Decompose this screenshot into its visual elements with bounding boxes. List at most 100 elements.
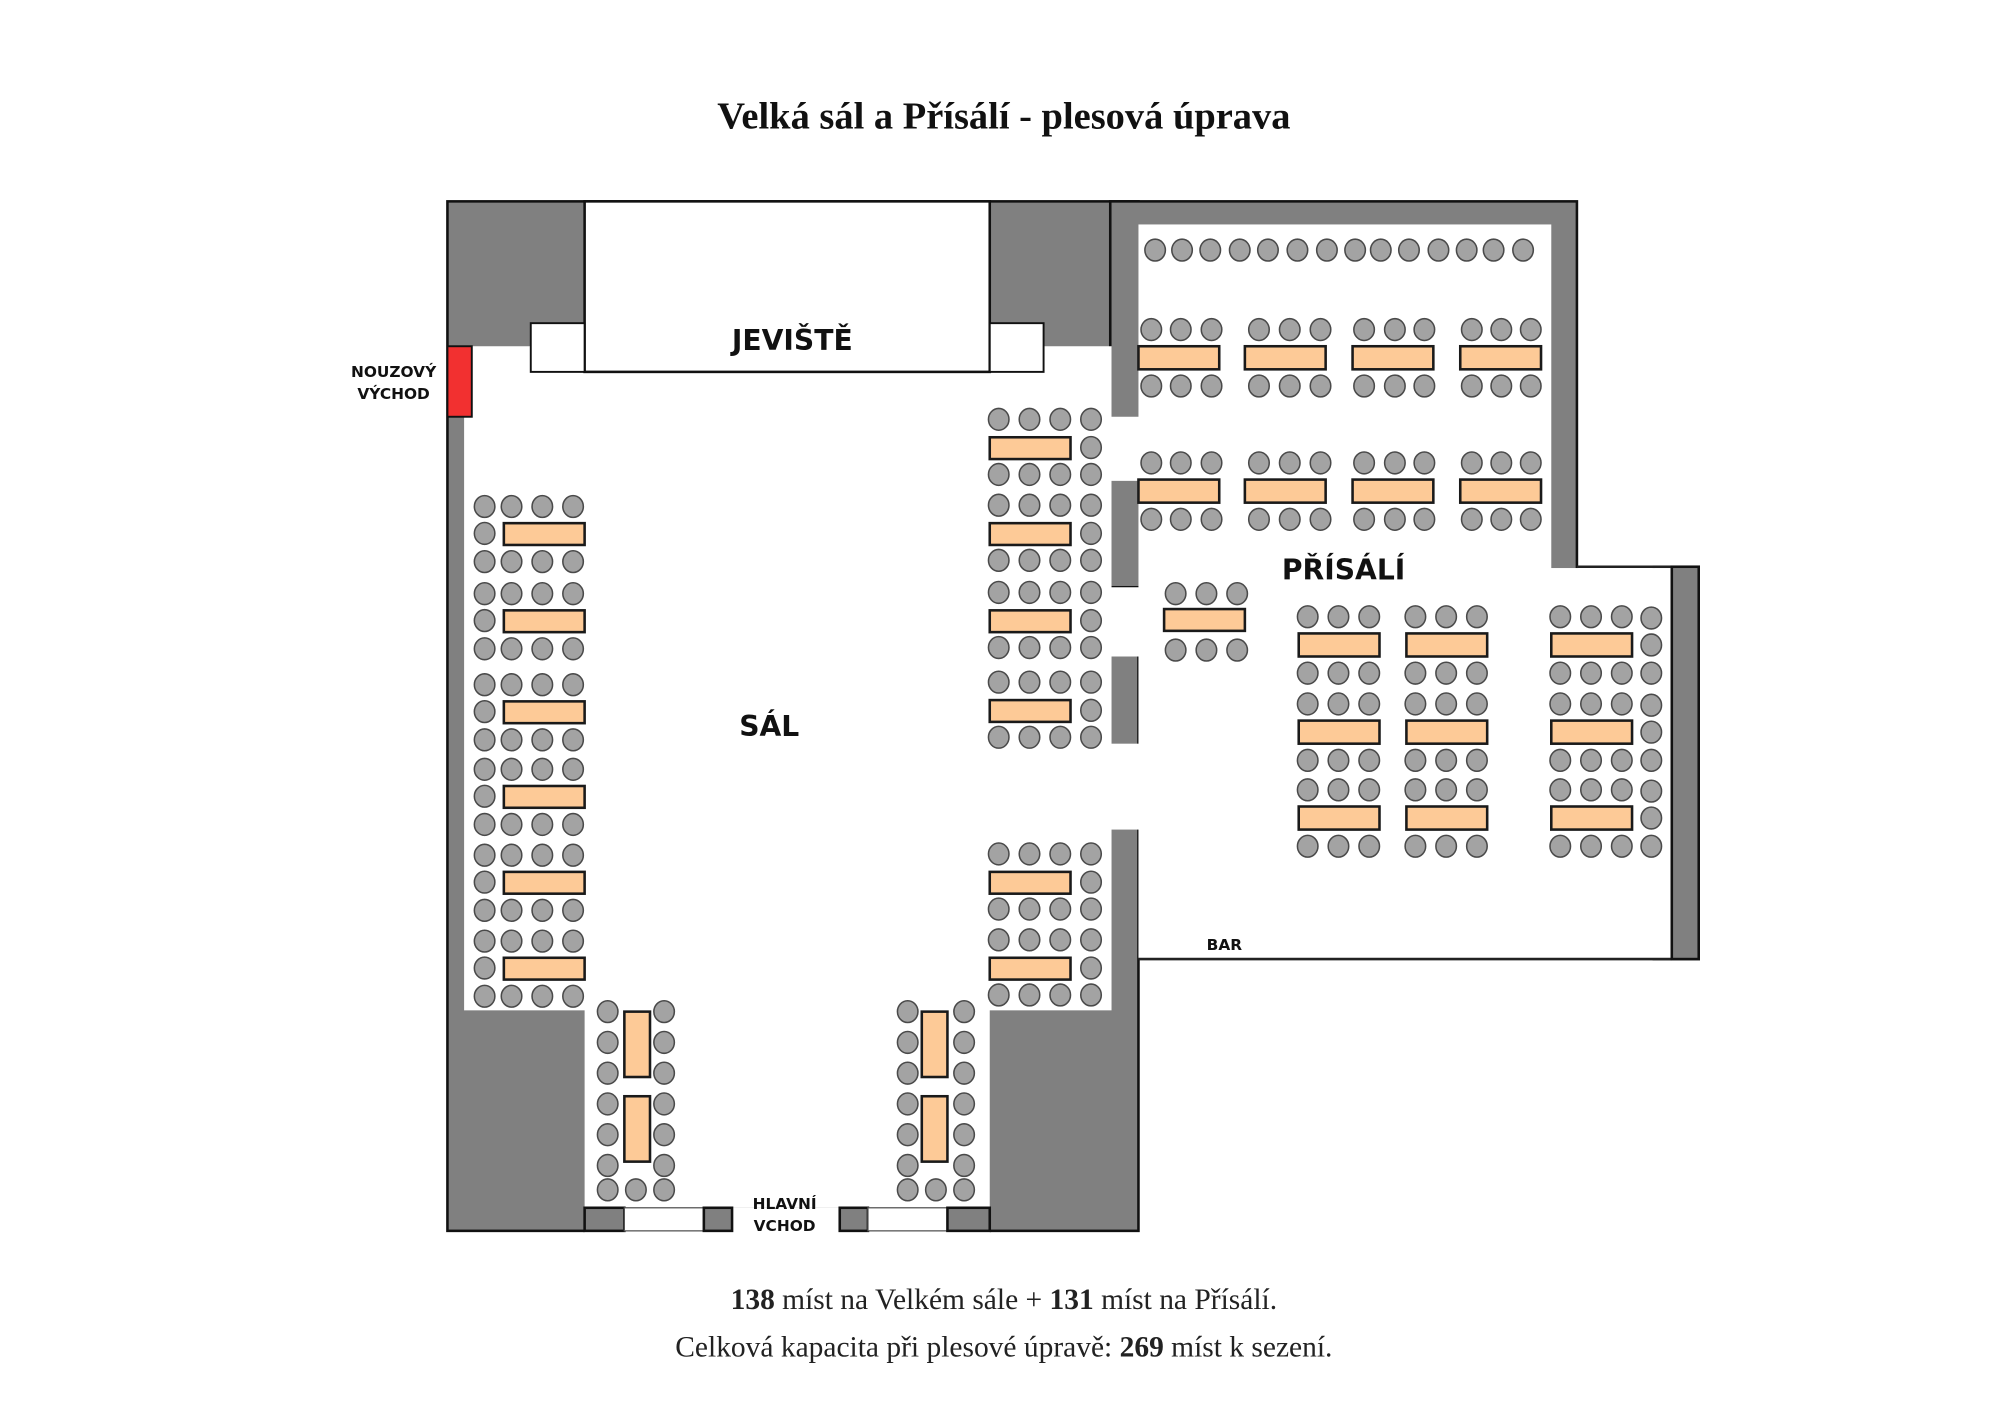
chair — [1353, 374, 1376, 398]
chair — [531, 728, 554, 752]
table — [988, 956, 1072, 981]
chair — [1195, 582, 1218, 606]
chair — [1018, 407, 1041, 431]
bar-label: BAR — [1207, 936, 1243, 954]
chair — [1640, 606, 1663, 630]
table — [502, 521, 586, 547]
chair — [987, 548, 1010, 573]
chair — [1640, 720, 1663, 744]
chair — [1640, 748, 1663, 773]
table — [502, 870, 586, 895]
chair — [1140, 374, 1163, 398]
chair — [473, 608, 496, 633]
chair — [1018, 983, 1041, 1007]
table — [1550, 632, 1634, 658]
chair — [1580, 605, 1603, 629]
chair — [896, 1178, 919, 1202]
chair — [1327, 692, 1350, 716]
chair — [1256, 238, 1279, 262]
chair — [1490, 317, 1513, 342]
chair — [653, 1061, 676, 1085]
chair — [1519, 507, 1542, 531]
chair — [500, 929, 523, 953]
table — [1405, 805, 1489, 831]
chair — [562, 582, 585, 606]
chair — [473, 870, 496, 894]
page-title: Velká sál a Přísálí - plesová úprava — [717, 95, 1290, 137]
chair — [596, 1092, 619, 1116]
chair — [1460, 317, 1483, 342]
chair — [1200, 451, 1223, 475]
chair — [1309, 451, 1332, 475]
chair — [1404, 834, 1427, 858]
chair — [1309, 374, 1332, 398]
table — [988, 870, 1072, 895]
chair — [1247, 374, 1271, 398]
table — [1243, 478, 1327, 504]
summary-line-1: 138 míst na Velkém sále + 131 míst na Př… — [731, 1284, 1277, 1316]
chair — [500, 757, 523, 781]
chair — [896, 1153, 919, 1178]
main-entrance-label-2: VCHOD — [754, 1217, 816, 1235]
emergency-exit-door — [446, 345, 473, 418]
chair — [1460, 507, 1483, 531]
chair — [1580, 748, 1603, 773]
chair — [1358, 605, 1381, 629]
chair — [1490, 374, 1513, 398]
chair — [1358, 834, 1381, 858]
chair — [473, 843, 496, 867]
chair — [896, 1123, 919, 1147]
chair — [473, 898, 496, 923]
chair — [987, 670, 1010, 694]
chair — [1404, 661, 1427, 685]
chair — [1327, 605, 1350, 629]
chair — [1369, 238, 1392, 262]
chair — [987, 983, 1010, 1007]
chair — [1140, 317, 1163, 342]
chair — [1358, 692, 1381, 716]
table — [1137, 478, 1221, 504]
chair — [653, 1123, 676, 1147]
chair — [1640, 779, 1663, 803]
chair — [531, 549, 554, 574]
chair — [1397, 238, 1421, 262]
chair — [473, 728, 496, 752]
chair — [1018, 670, 1041, 694]
chair — [1580, 834, 1603, 858]
chair — [1018, 580, 1041, 605]
chair — [1353, 451, 1376, 475]
chair — [1169, 507, 1192, 531]
table — [920, 1010, 949, 1079]
chair — [1549, 605, 1572, 629]
chair — [531, 582, 554, 606]
chair — [1404, 692, 1427, 716]
table — [1351, 478, 1435, 504]
table — [1297, 805, 1381, 831]
chair — [1549, 778, 1572, 802]
chair — [1049, 580, 1072, 605]
chair — [1247, 317, 1271, 342]
chair — [1435, 661, 1458, 685]
table — [1137, 344, 1221, 371]
stage-label: JEVIŠTĚ — [730, 323, 853, 357]
chair — [1018, 548, 1041, 573]
chair — [1296, 661, 1319, 685]
chair — [1610, 661, 1633, 685]
anteroom-seat-count: 131 — [1050, 1284, 1094, 1316]
chair — [562, 984, 585, 1008]
chair — [1435, 605, 1458, 629]
table — [1297, 719, 1381, 745]
chair — [1199, 238, 1222, 262]
chair — [1296, 834, 1319, 858]
chair — [1413, 317, 1436, 342]
chair — [1435, 834, 1458, 858]
chair — [1455, 238, 1478, 262]
chair — [1164, 638, 1187, 662]
chair — [1460, 374, 1483, 398]
chair — [653, 1030, 676, 1055]
chair — [1519, 451, 1542, 475]
chair — [1049, 407, 1072, 431]
chair — [1610, 605, 1633, 629]
chair — [1049, 725, 1072, 749]
